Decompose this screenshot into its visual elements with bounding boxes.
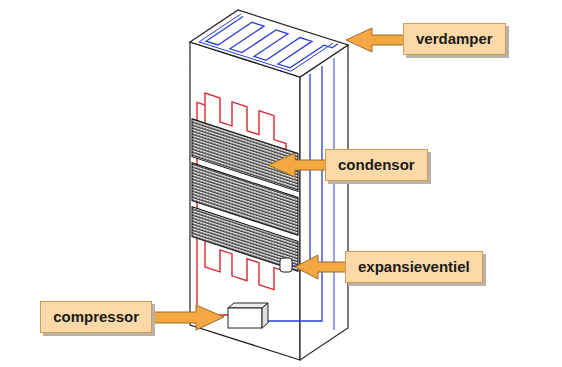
part-label: compressor: [53, 308, 139, 326]
fridge-top-face: [190, 10, 348, 77]
condenser-grid: [192, 207, 298, 272]
callout-arrow: [150, 305, 224, 330]
part-label: condensor: [338, 156, 415, 174]
callout-box: compressor: [40, 301, 152, 333]
compressor-side: [262, 303, 268, 328]
callout-box: expansieventiel: [345, 251, 483, 283]
expansion-valve: [280, 258, 292, 272]
callout-arrow: [346, 28, 406, 52]
evaporator-coil: [206, 14, 338, 70]
evaporator-pipe: [199, 14, 333, 71]
compressor-body: [228, 308, 262, 328]
callout-arrow: [268, 153, 327, 177]
callout-box: condensor: [325, 149, 428, 181]
part-label: verdamper: [416, 30, 493, 48]
cold-pipe: [334, 58, 335, 330]
fridge-side-face: [300, 45, 348, 360]
callout-box: verdamper: [403, 23, 506, 55]
part-label: expansieventiel: [358, 258, 470, 276]
callout-arrow: [295, 255, 347, 279]
compressor-top: [228, 303, 268, 308]
cold-pipe: [265, 66, 322, 321]
